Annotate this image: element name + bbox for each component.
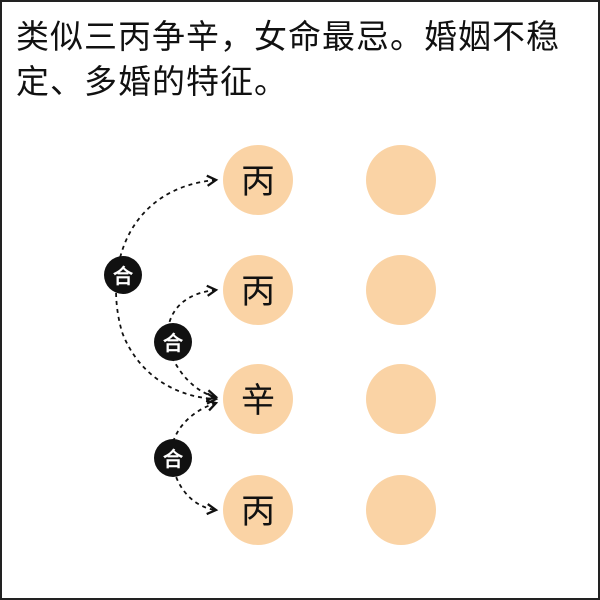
left-column: 丙 丙 辛 丙 bbox=[223, 145, 293, 545]
right-column bbox=[366, 145, 436, 545]
left-circle-2: 丙 bbox=[223, 255, 293, 325]
right-circle-4 bbox=[366, 475, 436, 545]
arrow-top-to-third bbox=[115, 174, 219, 405]
combine-badge-1-label: 合 bbox=[113, 264, 134, 288]
left-circle-3-label: 辛 bbox=[241, 381, 275, 421]
combine-badge-2-label: 合 bbox=[163, 331, 184, 355]
left-circle-2-label: 丙 bbox=[241, 272, 275, 312]
right-circle-1 bbox=[366, 145, 436, 215]
combine-badge-3: 合 bbox=[154, 439, 192, 477]
left-circle-1: 丙 bbox=[223, 145, 293, 215]
left-circle-4: 丙 bbox=[223, 475, 293, 545]
combine-badge-3-label: 合 bbox=[163, 447, 184, 471]
left-circle-4-label: 丙 bbox=[241, 492, 275, 532]
combine-badge-2: 合 bbox=[154, 323, 192, 361]
diagram-title: 类似三丙争辛，女命最忌。婚姻不稳定、多婚的特征。 bbox=[16, 17, 560, 101]
left-circle-3: 辛 bbox=[223, 364, 293, 434]
combine-badge-1: 合 bbox=[104, 256, 142, 294]
left-circle-1-label: 丙 bbox=[241, 162, 275, 202]
right-circle-2 bbox=[366, 255, 436, 325]
right-circle-3 bbox=[366, 364, 436, 434]
